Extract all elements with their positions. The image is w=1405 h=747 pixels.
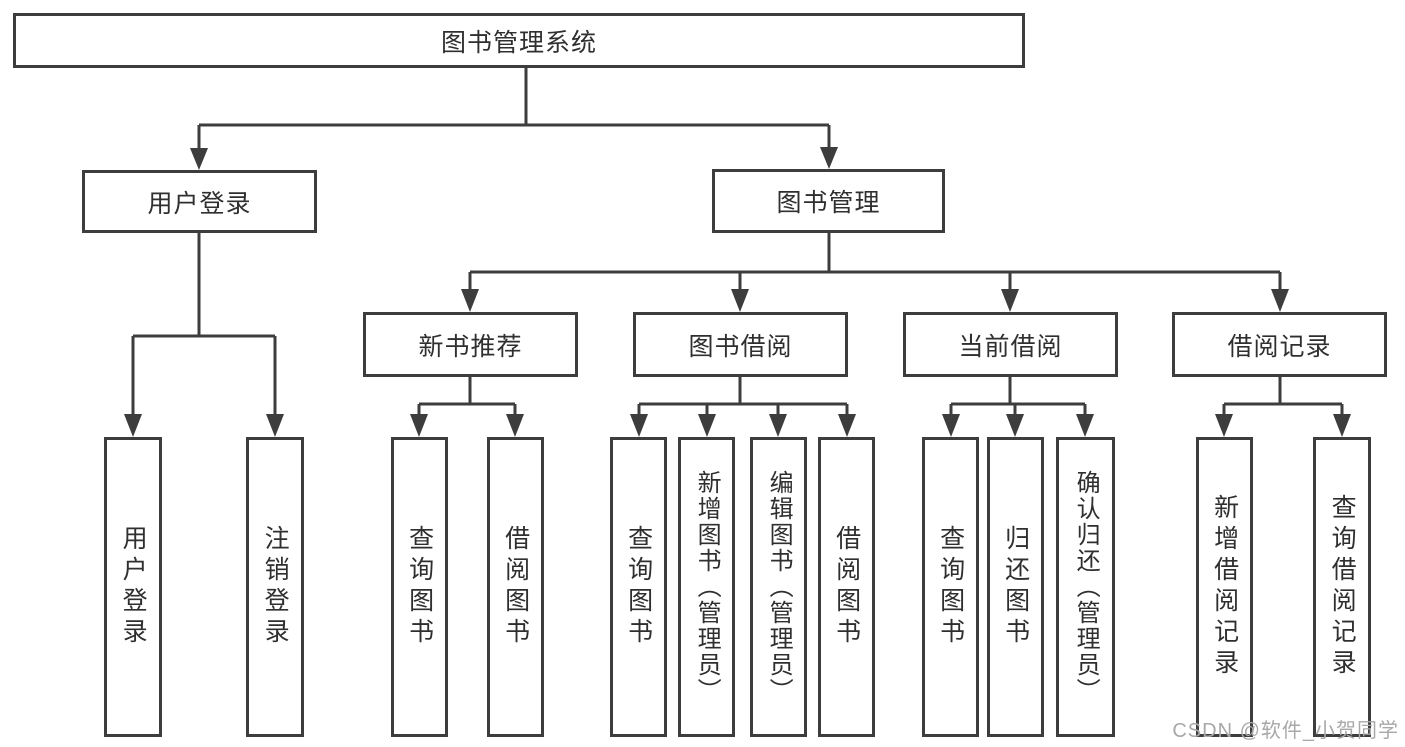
connector-user-login-children xyxy=(124,233,284,437)
node-book-management: 图书管理 xyxy=(712,169,945,233)
node-borrow-records: 借阅记录 xyxy=(1172,312,1387,377)
leaf-edit-book-admin: 编辑图书（管理员） xyxy=(750,437,807,737)
leaf-logout-label: 注销登录 xyxy=(261,525,290,649)
leaf-borrow-books: 借阅图书 xyxy=(818,437,875,737)
leaf-query-borrow-record-label: 查询借阅记录 xyxy=(1328,494,1357,680)
node-current-borrow: 当前借阅 xyxy=(903,312,1118,377)
node-new-book-recommend: 新书推荐 xyxy=(363,312,578,377)
leaf-query-books-borrow: 查询图书 xyxy=(610,437,667,737)
connector-current-borrow-children xyxy=(942,377,1094,437)
leaf-confirm-return-admin: 确认归还（管理员） xyxy=(1056,437,1115,737)
leaf-add-borrow-record: 新增借阅记录 xyxy=(1196,437,1253,737)
leaf-query-books-recommend-label: 查询图书 xyxy=(405,525,434,649)
leaf-return-book-label: 归还图书 xyxy=(1001,525,1030,649)
leaf-confirm-return-admin-label: 确认归还（管理员） xyxy=(1072,470,1100,704)
node-root: 图书管理系统 xyxy=(13,13,1025,68)
leaf-return-book: 归还图书 xyxy=(987,437,1044,737)
connector-book-management-children xyxy=(461,233,1289,312)
leaf-query-books-borrow-label: 查询图书 xyxy=(624,525,653,649)
connector-new-book-children xyxy=(410,377,524,437)
leaf-borrow-books-recommend: 借阅图书 xyxy=(487,437,544,737)
leaf-add-borrow-record-label: 新增借阅记录 xyxy=(1210,494,1239,680)
connector-book-borrow-children xyxy=(630,377,856,437)
node-new-book-recommend-label: 新书推荐 xyxy=(418,332,523,361)
leaf-query-borrow-record: 查询借阅记录 xyxy=(1313,437,1371,737)
leaf-add-book-admin-label: 新增图书（管理员） xyxy=(693,470,721,704)
node-user-login-label: 用户登录 xyxy=(147,189,252,218)
leaf-query-books-current: 查询图书 xyxy=(922,437,979,737)
watermark: CSDN @软件_小贺同学 xyxy=(1172,720,1399,742)
connector-borrow-records-children xyxy=(1215,377,1351,437)
node-borrow-records-label: 借阅记录 xyxy=(1227,332,1332,361)
leaf-edit-book-admin-label: 编辑图书（管理员） xyxy=(765,470,793,704)
leaf-user-login: 用户登录 xyxy=(104,437,162,737)
node-user-login: 用户登录 xyxy=(82,170,317,233)
leaf-add-book-admin: 新增图书（管理员） xyxy=(678,437,735,737)
leaf-borrow-books-recommend-label: 借阅图书 xyxy=(501,525,530,649)
node-book-borrow-label: 图书借阅 xyxy=(688,332,793,361)
node-book-management-label: 图书管理 xyxy=(776,189,881,217)
leaf-query-books-recommend: 查询图书 xyxy=(391,437,448,737)
leaf-user-login-label: 用户登录 xyxy=(119,525,148,649)
leaf-borrow-books-label: 借阅图书 xyxy=(832,525,861,649)
connector-root-to-level2 xyxy=(190,68,838,170)
node-current-borrow-label: 当前借阅 xyxy=(958,332,1063,361)
leaf-query-books-current-label: 查询图书 xyxy=(936,525,965,649)
leaf-logout: 注销登录 xyxy=(246,437,304,737)
node-book-borrow: 图书借阅 xyxy=(633,312,848,377)
node-root-label: 图书管理系统 xyxy=(440,28,597,57)
